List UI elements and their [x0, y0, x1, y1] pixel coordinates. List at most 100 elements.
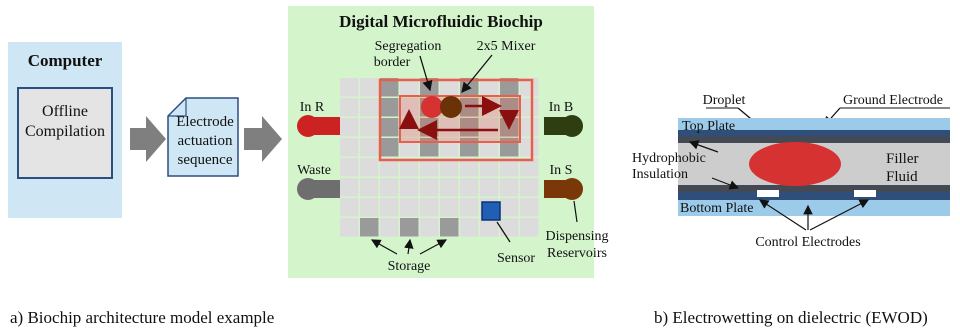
grid-cell [340, 138, 359, 157]
grid-cell [380, 78, 399, 97]
offline-compilation-box [17, 87, 113, 179]
grid-cell [400, 218, 419, 237]
mixer-droplet-red [421, 96, 443, 118]
grid-cell [400, 178, 419, 197]
in-r-label: In R [300, 100, 325, 115]
hydrophobic-pointer-bottom [711, 177, 740, 190]
filler-label-2: Fluid [886, 169, 918, 185]
bottom-plate-label: Bottom Plate [680, 201, 754, 216]
caption-a: a) Biochip architecture model example [10, 308, 275, 327]
waste-reservoir [297, 178, 340, 200]
grid-cell [360, 178, 379, 197]
grid-cell [460, 218, 479, 237]
grid-cell [400, 198, 419, 217]
sensor-pointer [496, 221, 511, 243]
actuation-document: Electrode actuation sequence [167, 97, 239, 177]
grid-cell [340, 158, 359, 177]
mixer-droplet-brown [440, 96, 462, 118]
grid-cell [340, 98, 359, 117]
grid-cell [520, 78, 539, 97]
mixer-pointer [461, 54, 493, 94]
grid-cell [520, 198, 539, 217]
storage-pointer-1 [370, 239, 398, 255]
droplet-label: Droplet [703, 93, 746, 108]
offline-label: Offline [42, 103, 88, 120]
in-s-label: In S [550, 163, 573, 178]
grid-cell [360, 138, 379, 157]
grid-cell [480, 178, 499, 197]
grid-cell [520, 98, 539, 117]
ground-electrode-label: Ground Electrode [843, 93, 943, 108]
grid-cell [340, 198, 359, 217]
bottom-insulation [678, 192, 950, 200]
sensor-label: Sensor [497, 251, 535, 266]
grid-cell [520, 158, 539, 177]
caption-b: b) Electrowetting on dielectric (EWOD) [654, 308, 928, 327]
grid-cell [420, 198, 439, 217]
in-b-label: In B [549, 100, 574, 115]
grid-cell [420, 218, 439, 237]
control-electrode-2 [854, 190, 876, 197]
reservoir-r [297, 115, 340, 137]
control-pointer-1 [758, 199, 807, 231]
arrow-to-biochip [244, 116, 282, 162]
ewod-droplet [749, 142, 841, 186]
control-electrode-1 [757, 190, 779, 197]
sensor-electrode [481, 201, 501, 221]
grid-cell [500, 198, 519, 217]
control-pointer-3 [809, 199, 870, 231]
grid-cell [480, 158, 499, 177]
segregation-border [378, 78, 534, 162]
grid-cell [520, 118, 539, 137]
grid-cell [520, 218, 539, 237]
ewod-diagram: Droplet Ground Electrode Top Plate Hydro… [632, 93, 950, 250]
grid-cell [500, 158, 519, 177]
grid-cell [360, 118, 379, 137]
document-line-3: sequence [178, 152, 233, 168]
grid-cell [480, 118, 499, 137]
grid-cell [460, 158, 479, 177]
grid-cell [500, 78, 519, 97]
grid-cell [440, 218, 459, 237]
grid-cell [480, 78, 499, 97]
grid-cell [420, 158, 439, 177]
storage-pointer-3 [419, 239, 448, 255]
grid-cell [400, 78, 419, 97]
grid-cell [440, 158, 459, 177]
reservoir-b [544, 115, 583, 137]
grid-cell [460, 118, 479, 137]
grid-cell [500, 218, 519, 237]
grid-cell [420, 178, 439, 197]
grid-cell [520, 138, 539, 157]
grid-cell [360, 78, 379, 97]
biochip-panel: Digital Microfluidic Biochip Segregation… [288, 6, 609, 278]
grid-cell [440, 198, 459, 217]
hydrophobic-label-2: Insulation [632, 167, 688, 182]
segregation-pointer [419, 55, 433, 92]
arrow-to-document [130, 116, 166, 162]
control-electrodes-label: Control Electrodes [755, 235, 860, 250]
grid-cell [460, 198, 479, 217]
grid-cell [360, 218, 379, 237]
biochip-title: Digital Microfluidic Biochip [339, 12, 543, 31]
dispensing-pointer [573, 200, 578, 223]
document-line-1: Electrode [176, 114, 234, 130]
hydrophobic-label-1: Hydrophobic [632, 151, 706, 166]
waste-label: Waste [297, 163, 331, 178]
ground-electrode-layer [678, 130, 950, 136]
segregation-label-2: border [374, 55, 411, 70]
grid-cell [440, 78, 459, 97]
mixer-label: 2x5 Mixer [477, 39, 536, 54]
grid-cell [500, 178, 519, 197]
grid-cell [380, 178, 399, 197]
document-shape [167, 97, 239, 177]
grid-cell [440, 118, 459, 137]
storage-label: Storage [388, 259, 431, 274]
bottom-hydrophobic-layer [678, 185, 950, 192]
grid-cell [380, 218, 399, 237]
computer-title: Computer [28, 51, 103, 70]
grid-cell [380, 158, 399, 177]
grid-cell [460, 178, 479, 197]
